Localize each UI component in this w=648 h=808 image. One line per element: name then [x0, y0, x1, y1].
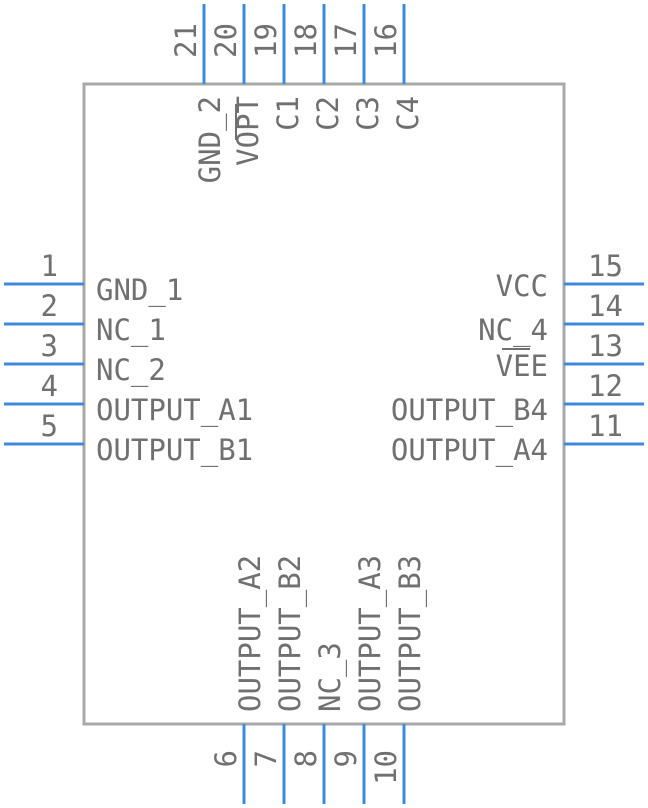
pin-17-number: 17 [329, 23, 363, 58]
pin-10-number: 10 [369, 750, 403, 785]
pin-11-name: OUTPUT_A4 [391, 433, 548, 468]
pin-16-name: C4 [391, 96, 425, 131]
pin-21-name: GND_2 [193, 96, 228, 183]
pin-15-number: 15 [588, 249, 623, 283]
pin-6-number: 6 [209, 750, 243, 767]
pin-4-name: OUTPUT_A1 [96, 393, 253, 428]
pin-19-name: C1 [271, 96, 305, 131]
pin-12-name: OUTPUT_B4 [391, 393, 548, 428]
pin-13-name: VEE [496, 349, 548, 383]
pin-19-number: 19 [249, 23, 283, 58]
pin-5-name: OUTPUT_B1 [96, 433, 253, 468]
pin-5-number: 5 [41, 409, 58, 443]
pin-3-number: 3 [41, 329, 58, 363]
pin-11-number: 11 [588, 409, 623, 443]
pin-9-name: OUTPUT_A3 [353, 555, 388, 712]
pin-9-number: 9 [329, 750, 363, 767]
pin-8-number: 8 [289, 750, 323, 767]
pin-7-number: 7 [249, 750, 283, 767]
pin-18-name: C2 [311, 96, 345, 131]
pin-17-name: C3 [351, 96, 385, 131]
pin-15-name: VCC [496, 269, 548, 303]
pin-1-name: GND_1 [96, 273, 183, 308]
pin-7-name: OUTPUT_B2 [273, 555, 308, 712]
pin-2-name: NC_1 [96, 313, 166, 348]
pin-3-name: NC_2 [96, 353, 166, 388]
pin-12-number: 12 [588, 369, 623, 403]
pin-6-name: OUTPUT_A2 [233, 555, 268, 712]
component-body [82, 82, 566, 726]
pin-4-number: 4 [41, 369, 58, 403]
pin-10-name: OUTPUT_B3 [393, 555, 428, 712]
pin-16-number: 16 [369, 23, 403, 58]
pin-21-number: 21 [169, 23, 203, 58]
pin-14-name: NC_4 [478, 313, 548, 348]
pin-18-number: 18 [289, 23, 323, 58]
pin-2-number: 2 [41, 289, 58, 323]
pin-20-number: 20 [209, 23, 243, 58]
pin-8-name: NC_3 [313, 642, 348, 712]
pin-1-number: 1 [41, 249, 58, 283]
pin-14-number: 14 [588, 289, 623, 323]
pin-13-number: 13 [588, 329, 623, 363]
